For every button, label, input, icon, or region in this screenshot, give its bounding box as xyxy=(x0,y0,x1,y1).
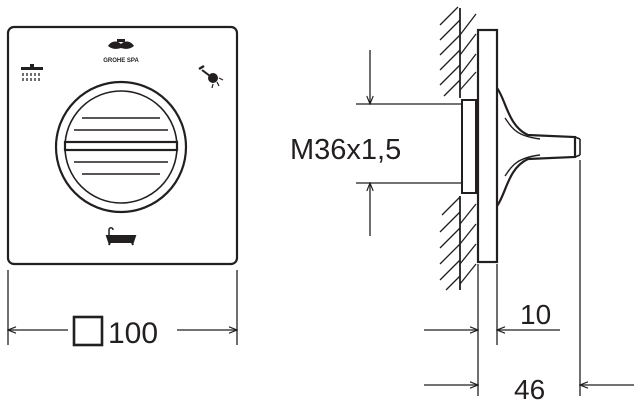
front-view xyxy=(6,25,239,266)
hand-shower-icon xyxy=(198,64,224,89)
grohe-logo-icon xyxy=(108,39,134,49)
square-symbol-icon xyxy=(72,315,104,347)
thread-dimension xyxy=(356,50,462,236)
wall-hatch-upper xyxy=(439,6,477,97)
knob-profile xyxy=(496,87,577,207)
thread-label: M36x1,5 xyxy=(290,134,401,166)
depth-total-label: 46 xyxy=(514,374,545,405)
knob-tip xyxy=(574,136,581,140)
width-dimension xyxy=(8,270,237,347)
side-view xyxy=(439,6,581,291)
knob-profile-inner xyxy=(504,117,541,177)
depth-small-label: 10 xyxy=(520,299,551,330)
knob-inner-ring xyxy=(64,90,178,204)
shower-head-overhead-icon xyxy=(21,64,43,81)
plate-outline xyxy=(6,25,239,266)
width-label: 100 xyxy=(108,317,158,350)
knob-outer-ring xyxy=(54,80,188,214)
depth-dimension xyxy=(424,160,634,396)
wall-hatch-lower xyxy=(439,196,477,291)
knob-handle-bar xyxy=(63,140,179,152)
plate-edge xyxy=(476,28,499,264)
bathtub-icon xyxy=(105,227,137,246)
brand-text: GROHE SPA xyxy=(103,58,139,64)
thread-stub xyxy=(461,99,477,194)
